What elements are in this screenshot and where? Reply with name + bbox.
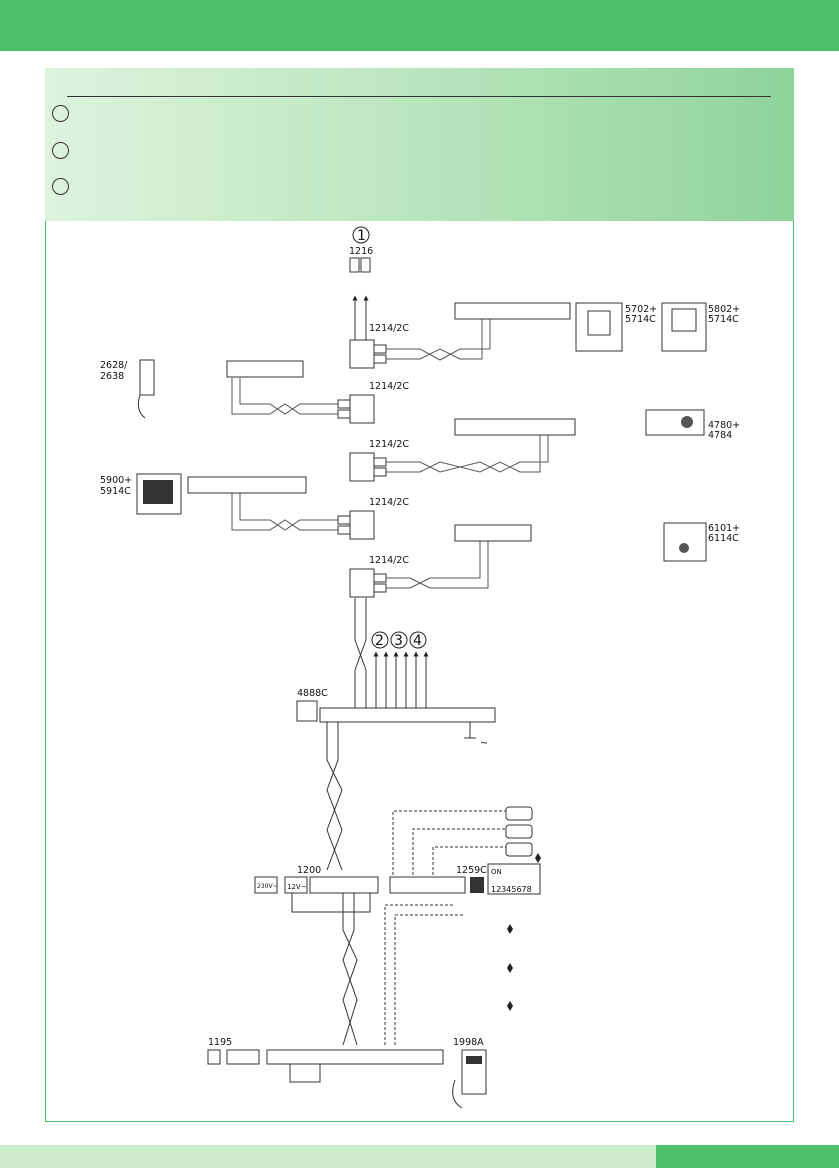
row-1200: 1200 1259C 230V~ 12V~ ON 12345678 <box>254 863 541 913</box>
device-icons: 2628/ 2638 5702+ 5714C 5802+ 5714C 4780+… <box>100 302 740 562</box>
callout-3-label: 3 <box>394 633 403 649</box>
callout-1 <box>352 226 370 244</box>
switcher-4888c: 4888C ~ <box>296 688 496 749</box>
label-1998a: 1998A <box>453 1037 484 1048</box>
label-6101: 6101+ <box>708 523 740 534</box>
label-1259c: 1259C <box>456 865 487 876</box>
label-2628: 2628/ <box>100 360 128 371</box>
backbone-bus <box>352 295 369 708</box>
label-1195: 1195 <box>208 1037 232 1048</box>
legend-box <box>45 68 794 221</box>
bottom-banner-dark <box>656 1145 839 1168</box>
label-12v: 12V~ <box>287 883 307 891</box>
terminal-1216-a <box>349 257 360 273</box>
legend-rule <box>67 96 771 97</box>
label-2638: 2638 <box>100 371 124 382</box>
riser-2 <box>342 893 465 1046</box>
bottom-banner-light <box>0 1145 656 1168</box>
legend-circle-3 <box>52 178 69 195</box>
svg-text:~: ~ <box>480 738 488 749</box>
row-1195: 1195 1998A <box>207 1037 487 1109</box>
cameras <box>392 806 533 875</box>
label-1200: 1200 <box>297 865 321 876</box>
terminal-1216-b <box>360 257 371 273</box>
label-5802: 5802+ <box>708 304 740 315</box>
label-1214-1: 1214/2C <box>369 323 409 334</box>
callout-1-label: 1 <box>357 228 366 244</box>
terminal-strips <box>187 302 576 542</box>
label-1216: 1216 <box>349 246 373 257</box>
legend-circle-1 <box>52 105 69 122</box>
callout-4-label: 4 <box>413 633 422 649</box>
label-5714-b: 5714C <box>708 314 739 325</box>
diagram-panel <box>45 221 794 1122</box>
label-4780: 4780+ <box>708 420 740 431</box>
notes-diamonds <box>507 853 541 1011</box>
branch-wiring <box>231 318 549 589</box>
label-5900: 5900+ <box>100 475 132 486</box>
callouts-234: 2 3 4 <box>371 631 429 708</box>
label-6114: 6114C <box>708 533 739 544</box>
top-banner <box>0 0 839 51</box>
label-dip: 12345678 <box>491 885 532 894</box>
legend-circle-2 <box>52 142 69 159</box>
label-1214-3: 1214/2C <box>369 439 409 450</box>
label-4784: 4784 <box>708 430 732 441</box>
label-1214-4: 1214/2C <box>369 497 409 508</box>
label-5702: 5702+ <box>625 304 657 315</box>
callout-2-label: 2 <box>375 633 384 649</box>
label-1214-5: 1214/2C <box>369 555 409 566</box>
label-on: ON <box>491 868 502 876</box>
riser-1 <box>326 722 343 871</box>
distributor-column: 1214/2C 1214/2C 1214/2C 1214/2C 1214/2C <box>337 323 409 598</box>
label-4888c: 4888C <box>297 688 328 699</box>
label-5714-a: 5714C <box>625 314 656 325</box>
label-230v: 230V~ <box>257 883 278 890</box>
label-5914: 5914C <box>100 486 131 497</box>
label-1214-2: 1214/2C <box>369 381 409 392</box>
